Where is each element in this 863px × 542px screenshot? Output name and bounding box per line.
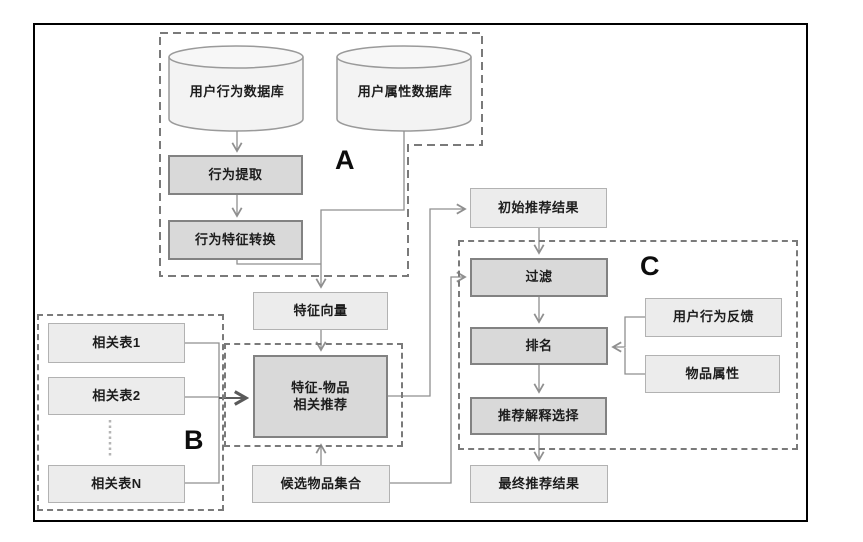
node-recommendation-explanation-selection: 推荐解释选择 xyxy=(470,397,607,435)
conn-conversion-merge xyxy=(236,260,321,265)
node-ranking: 排名 xyxy=(470,327,608,365)
node-initial-recommendation-result: 初始推荐结果 xyxy=(470,188,607,228)
node-behavior-feature-conversion: 行为特征转换 xyxy=(168,220,303,260)
node-related-table-1: 相关表1 xyxy=(48,323,185,363)
region-b-label: B xyxy=(184,425,204,455)
node-user-behavior-db: 用户行为数据库 xyxy=(189,83,285,99)
node-behavior-extraction: 行为提取 xyxy=(168,155,303,195)
feature-item-label-line2: 相关推荐 xyxy=(293,396,348,412)
node-filter: 过滤 xyxy=(470,258,608,297)
user-attribute-database-cylinder xyxy=(336,45,472,132)
conn-attributedb-to-featurevector xyxy=(315,131,405,289)
feature-item-label-line1: 特征-物品 xyxy=(291,380,350,396)
user-behavior-database-cylinder xyxy=(168,45,304,132)
node-feature-item-recommendation: 特征-物品 相关推荐 xyxy=(253,355,388,438)
conn-feedback-to-ranking xyxy=(611,316,645,353)
node-final-recommendation-result: 最终推荐结果 xyxy=(470,465,608,503)
region-a-label: A xyxy=(335,145,355,175)
region-b-outline xyxy=(37,314,224,511)
conn-featureitem-to-initialresult xyxy=(388,203,467,397)
region-c-outline xyxy=(458,240,798,450)
node-candidate-item-set: 候选物品集合 xyxy=(252,465,390,503)
node-feature-vector: 特征向量 xyxy=(253,292,388,330)
node-item-attributes: 物品属性 xyxy=(645,355,780,393)
node-user-attribute-db: 用户属性数据库 xyxy=(357,83,453,99)
node-related-table-n: 相关表N xyxy=(48,465,185,503)
region-c-label: C xyxy=(640,251,660,281)
region-featureitem-outline xyxy=(224,343,403,447)
conn-relatedtables-merge xyxy=(185,342,220,484)
region-a-outline xyxy=(159,32,483,277)
node-user-behavior-feedback: 用户行为反馈 xyxy=(645,298,782,337)
node-related-table-2: 相关表2 xyxy=(48,377,185,415)
conn-itemattributes-merge xyxy=(624,348,645,375)
